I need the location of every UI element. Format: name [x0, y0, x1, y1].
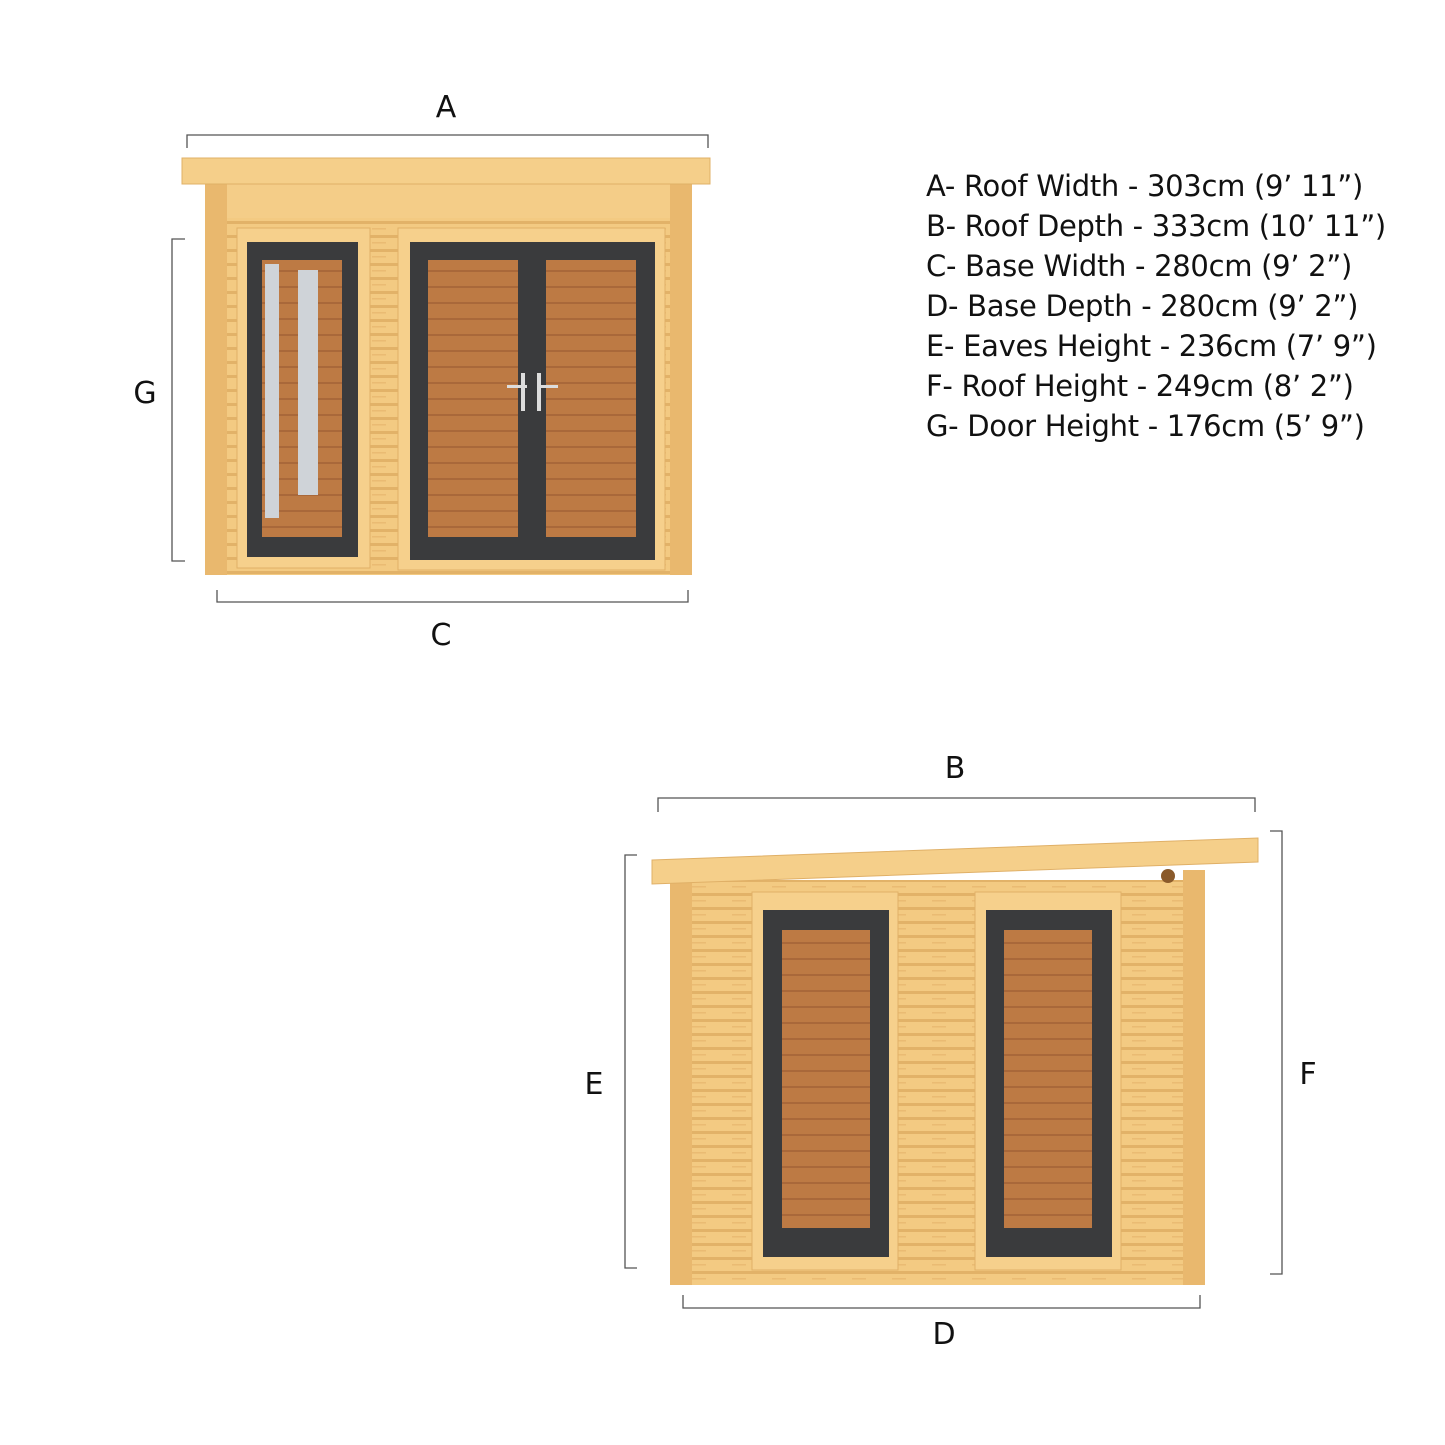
legend-item-a: A- Roof Width - 303cm (9’ 11”) — [926, 169, 1364, 203]
front-view — [181, 157, 711, 575]
door-handle-plate — [537, 373, 541, 411]
dimension-f-label: F — [1299, 1057, 1316, 1092]
dimension-d-line — [682, 1295, 1201, 1309]
dimension-e-label: E — [585, 1067, 604, 1102]
dimension-g-label: G — [133, 376, 156, 411]
side-window-1-glass — [782, 930, 870, 1228]
right-corner-post — [1183, 870, 1205, 1285]
fascia — [227, 183, 670, 218]
side-wall — [670, 880, 1205, 1285]
dimension-f-line — [1270, 830, 1283, 1275]
door-handle-icon[interactable] — [538, 385, 558, 388]
left-corner-post — [670, 880, 692, 1285]
reflection — [265, 264, 279, 518]
dimension-d-label: D — [932, 1317, 955, 1352]
legend-item-b: B- Roof Depth - 333cm (10’ 11”) — [926, 209, 1386, 243]
legend-item-d: D- Base Depth - 280cm (9’ 2”) — [926, 289, 1359, 323]
legend-item-f: F- Roof Height - 249cm (8’ 2”) — [926, 369, 1354, 403]
side-dimension-lines — [624, 797, 1283, 1309]
dimension-a-line — [186, 134, 709, 148]
sloped-roof — [651, 837, 1259, 885]
right-door-glass — [546, 260, 636, 537]
door-handle-plate — [521, 373, 525, 411]
right-corner-post — [670, 183, 692, 575]
knot — [1161, 869, 1175, 883]
dimension-c-label: C — [431, 618, 452, 653]
reflection — [298, 270, 318, 495]
dimension-legend: A- Roof Width - 303cm (9’ 11”) B- Roof D… — [926, 166, 1386, 446]
dimension-b-label: B — [945, 751, 966, 786]
dimension-b-line — [657, 797, 1256, 812]
dimension-c-line — [216, 590, 689, 603]
front-dimension-lines — [171, 134, 709, 603]
dimension-g-line — [171, 238, 185, 562]
left-door-glass — [428, 260, 518, 537]
legend-item-c: C- Base Width - 280cm (9’ 2”) — [926, 249, 1352, 283]
legend-item-e: E- Eaves Height - 236cm (7’ 9”) — [926, 329, 1377, 363]
side-window-2-glass — [1004, 930, 1092, 1228]
left-corner-post — [205, 183, 227, 575]
dimension-e-line — [624, 854, 637, 1269]
side-view — [651, 837, 1259, 1285]
door-handle-icon[interactable] — [507, 385, 527, 388]
dimension-a-label: A — [436, 90, 457, 125]
front-roof — [181, 157, 711, 185]
legend-item-g: G- Door Height - 176cm (5’ 9”) — [926, 409, 1365, 443]
